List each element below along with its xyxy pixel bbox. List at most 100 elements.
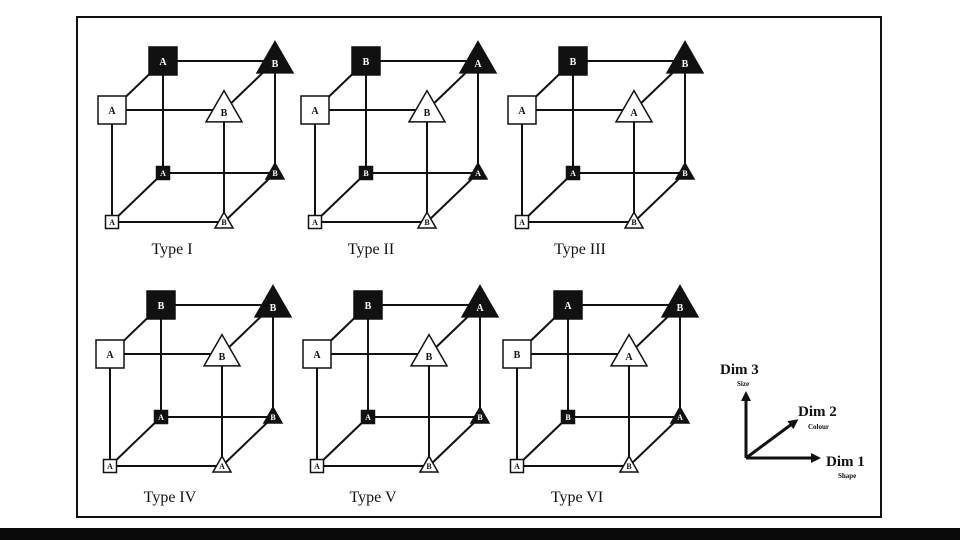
cube-edge [628,416,681,467]
cube-edge [516,416,569,467]
small-black-square: A [153,409,169,425]
vertex-label: A [519,218,525,227]
vertex-label: A [158,413,164,422]
triangle-shape [416,210,438,229]
vertex-label: B [158,301,165,312]
triangle-shape [618,454,640,473]
large-white-square: A [95,339,125,369]
cube-edge [428,416,481,467]
large-white-square: A [507,95,537,125]
dim2-arrow [745,419,799,460]
dim3-sub-label: Size [737,380,749,388]
square-shape [104,214,120,230]
vertex-label: A [564,301,572,312]
vertex-label: B [514,350,521,361]
triangle-shape [255,40,295,74]
vertex-label: A [314,462,320,471]
square-shape [153,409,169,425]
small-white-triangle: B [213,210,235,229]
vertex-label: A [630,108,638,119]
small-black-square: B [358,165,374,181]
vertex-label: A [514,462,520,471]
small-black-triangle: A [669,405,691,424]
square-shape [102,458,118,474]
vertex-label: A [625,352,633,363]
small-white-square: A [309,458,325,474]
triangle-shape [660,284,700,318]
vertex-label: A [106,350,114,361]
large-black-square: B [353,290,383,320]
triangle-shape [418,454,440,473]
type-caption: Type VI [551,489,603,506]
small-black-triangle: B [262,405,284,424]
small-white-square: A [102,458,118,474]
cube-edge [316,416,369,467]
vertex-label: B [426,462,432,471]
vertex-label: A [677,413,683,422]
small-black-triangle: B [469,405,491,424]
vertex-label: A [313,350,321,361]
vertex-label: B [272,59,279,70]
large-white-triangle: B [409,333,449,367]
vertex-label: B [677,303,684,314]
vertex-label: B [477,413,483,422]
small-white-triangle: B [618,454,640,473]
vertex-label: A [475,169,481,178]
vertex-label: B [272,169,278,178]
cube-edge [223,172,276,223]
vertex-label: B [426,352,433,363]
vertex-label: A [109,218,115,227]
vertex-label: A [365,413,371,422]
vertex-label: B [631,218,637,227]
type-caption: Type IV [144,489,197,506]
small-black-square: A [360,409,376,425]
vertex-label: B [270,413,276,422]
large-black-triangle: A [458,40,498,74]
small-black-triangle: B [264,161,286,180]
large-white-triangle: A [614,89,654,123]
small-white-triangle: B [418,454,440,473]
large-white-triangle: B [202,333,242,367]
vertex-label: B [682,169,688,178]
triangle-shape [460,284,500,318]
square-shape [146,290,176,320]
vertex-label: A [219,462,225,471]
cube-edge [221,416,274,467]
vertex-label: B [363,57,370,68]
cube-6: A B B A B A A B Type VI [502,284,700,506]
small-white-square: A [104,214,120,230]
small-black-square: A [155,165,171,181]
axes-legend: Dim 3 Size Dim 2 Colour Dim 1 Shape [720,362,865,480]
large-white-triangle: B [407,89,447,123]
vertex-label: B [424,108,431,119]
large-white-square: B [502,339,532,369]
dim1-sub-label: Shape [838,472,856,480]
cube-edge [314,172,367,223]
vertex-label: B [221,108,228,119]
square-shape [300,95,330,125]
small-white-triangle: B [416,210,438,229]
triangle-shape [409,333,449,367]
square-shape [358,165,374,181]
small-black-square: B [560,409,576,425]
square-shape [509,458,525,474]
square-shape [507,95,537,125]
triangle-shape [609,333,649,367]
cube-edge [521,172,574,223]
square-shape [558,46,588,76]
cube-edge [109,416,162,467]
square-shape [553,290,583,320]
square-shape [353,290,383,320]
square-shape [97,95,127,125]
small-white-square: A [514,214,530,230]
large-black-triangle: B [660,284,700,318]
triangle-shape [253,284,293,318]
large-white-triangle: A [609,333,649,367]
triangle-shape [211,454,233,473]
bottom-band [0,528,960,540]
triangle-shape [202,333,242,367]
